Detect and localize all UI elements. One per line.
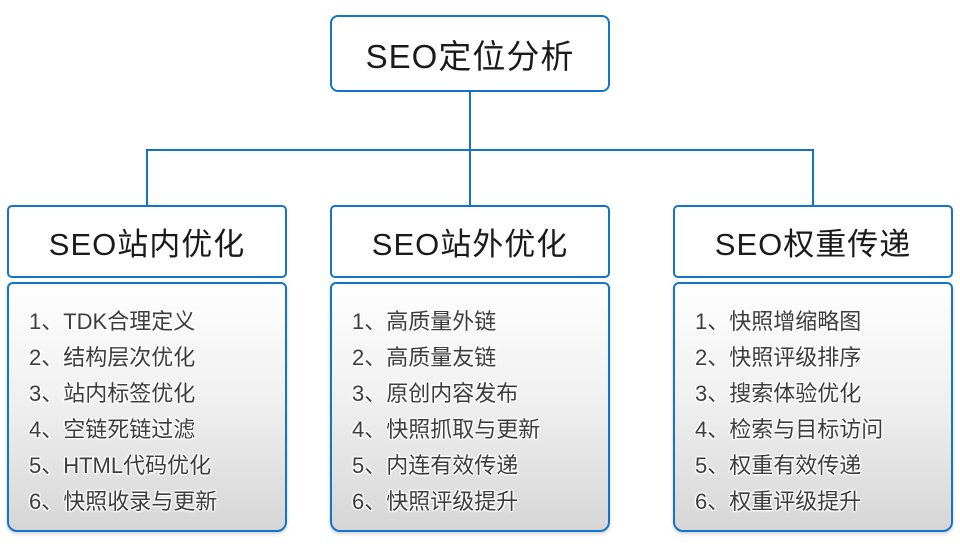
branch-onsite-optimization: SEO站内优化 1、TDK合理定义 2、结构层次优化 3、站内标签优化 4、空链… <box>7 205 287 532</box>
branch-offsite-optimization: SEO站外优化 1、高质量外链 2、高质量友链 3、原创内容发布 4、快照抓取与… <box>330 205 610 532</box>
list-item: 4、检索与目标访问 <box>695 417 884 442</box>
connector-drop-line-right <box>812 149 814 206</box>
branch-item-list: 1、快照增缩略图 2、快照评级排序 3、搜索体验优化 4、检索与目标访问 5、权… <box>673 282 953 532</box>
list-item: 4、快照抓取与更新 <box>352 417 541 442</box>
root-node: SEO定位分析 <box>330 15 610 92</box>
list-item: 6、快照评级提升 <box>352 489 519 514</box>
connector-trunk-line <box>469 92 471 151</box>
list-item: 2、高质量友链 <box>352 345 497 370</box>
branch-header-box: SEO站内优化 <box>7 205 287 278</box>
branch-title: SEO权重传递 <box>714 227 912 262</box>
list-item: 1、TDK合理定义 <box>29 309 196 334</box>
root-node-title: SEO定位分析 <box>365 37 575 75</box>
list-item: 2、快照评级排序 <box>695 345 862 370</box>
list-item: 2、结构层次优化 <box>29 345 196 370</box>
branch-title: SEO站内优化 <box>48 227 246 262</box>
list-item: 6、快照收录与更新 <box>29 489 218 514</box>
branch-item-list: 1、TDK合理定义 2、结构层次优化 3、站内标签优化 4、空链死链过滤 5、H… <box>7 282 287 532</box>
branch-header-box: SEO权重传递 <box>673 205 953 278</box>
list-item: 1、快照增缩略图 <box>695 309 862 334</box>
list-item: 1、高质量外链 <box>352 309 497 334</box>
branch-header-box: SEO站外优化 <box>330 205 610 278</box>
connector-drop-line-middle <box>469 149 471 206</box>
connector-horizontal-line <box>146 149 814 151</box>
list-item: 3、原创内容发布 <box>352 381 519 406</box>
branch-weight-transfer: SEO权重传递 1、快照增缩略图 2、快照评级排序 3、搜索体验优化 4、检索与… <box>673 205 953 532</box>
list-item: 4、空链死链过滤 <box>29 417 196 442</box>
list-item: 5、权重有效传递 <box>695 453 862 478</box>
list-item: 3、站内标签优化 <box>29 381 196 406</box>
branch-item-list: 1、高质量外链 2、高质量友链 3、原创内容发布 4、快照抓取与更新 5、内连有… <box>330 282 610 532</box>
list-item: 5、内连有效传递 <box>352 453 519 478</box>
branch-title: SEO站外优化 <box>371 227 569 262</box>
connector-drop-line-left <box>146 149 148 206</box>
list-item: 5、HTML代码优化 <box>29 453 212 478</box>
list-item: 6、权重评级提升 <box>695 489 862 514</box>
list-item: 3、搜索体验优化 <box>695 381 862 406</box>
